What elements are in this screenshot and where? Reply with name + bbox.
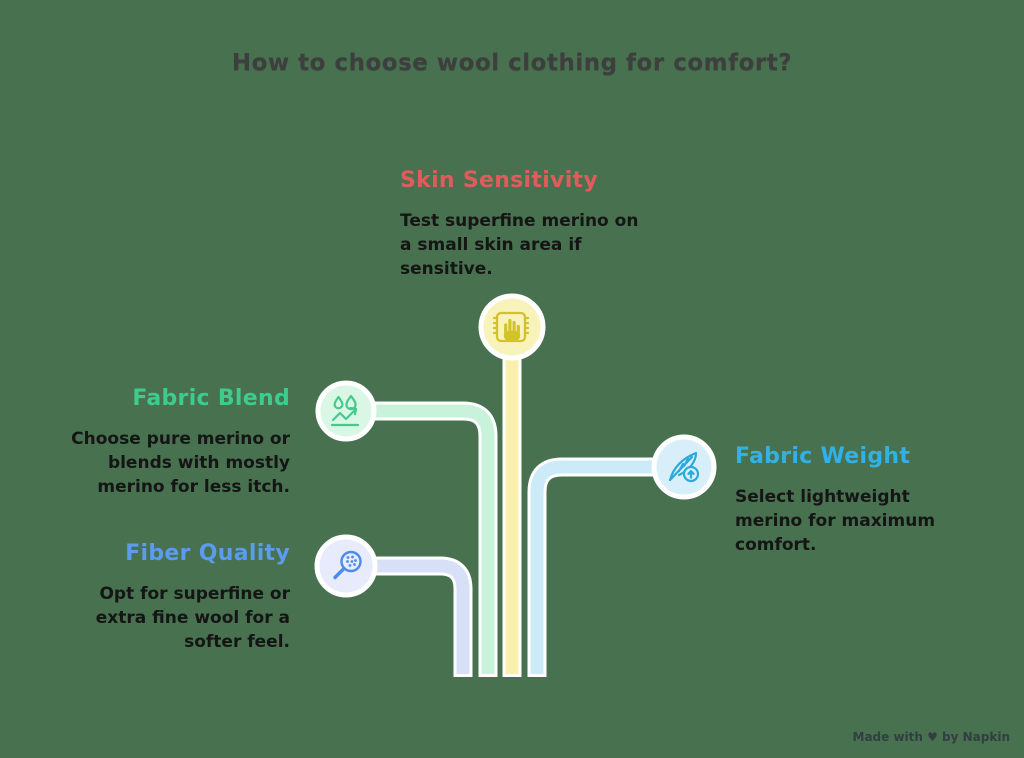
node-circle-fabric-blend [315, 380, 377, 442]
connector-line [346, 404, 495, 674]
node-description-fiber-quality: Opt for superfine or extra fine wool for… [95, 584, 290, 652]
connector-fabric-blend [346, 401, 498, 677]
lens [340, 550, 362, 573]
node-title-fiber-quality: Fiber Quality [125, 541, 290, 566]
connector-line [346, 559, 470, 674]
node-circle-fiber-quality [314, 534, 378, 598]
node-block-skin-sensitivity: Skin Sensitivity Test superfine merino o… [400, 168, 640, 281]
node-title-fabric-weight: Fabric Weight [735, 444, 911, 469]
zigzag-arrow [331, 407, 358, 422]
node-description-fabric-blend: Choose pure merino or blends with mostly… [71, 429, 290, 497]
watermark: Made with ♥ by Napkin [852, 730, 1011, 744]
palm [503, 331, 521, 341]
connector-line [530, 460, 684, 674]
node-block-fiber-quality: Fiber Quality Opt for superfine or extra… [60, 541, 290, 654]
node-block-fabric-weight: Fabric Weight Select lightweight merino … [735, 444, 950, 557]
node-description-fabric-weight: Select lightweight merino for maximum co… [735, 487, 936, 555]
hand-on-fabric-icon [492, 311, 530, 343]
handle [333, 566, 346, 580]
connector-fabric-weight [527, 457, 684, 677]
droplet-small [333, 395, 344, 410]
stitches-right [523, 316, 530, 335]
feather-barbs [677, 457, 690, 473]
fiber-dots [346, 555, 357, 567]
feather-arrow-icon [668, 451, 700, 483]
connector-outline [527, 457, 684, 677]
node-circle-skin-sensitivity [478, 293, 546, 361]
arrow-head [687, 470, 695, 475]
node-block-fabric-blend: Fabric Blend Choose pure merino or blend… [60, 386, 290, 499]
node-title-skin-sensitivity: Skin Sensitivity [400, 168, 598, 193]
node-description-skin-sensitivity: Test superfine merino on a small skin ar… [400, 211, 639, 279]
arrowhead [349, 406, 358, 416]
magnifier-fibers-icon [333, 550, 362, 580]
droplets-wicking-icon [330, 394, 360, 427]
stitches-left [492, 316, 499, 335]
node-title-fabric-blend: Fabric Blend [132, 386, 290, 411]
connector-fiber-quality [346, 556, 473, 677]
page-title: How to choose wool clothing for comfort? [231, 50, 793, 76]
